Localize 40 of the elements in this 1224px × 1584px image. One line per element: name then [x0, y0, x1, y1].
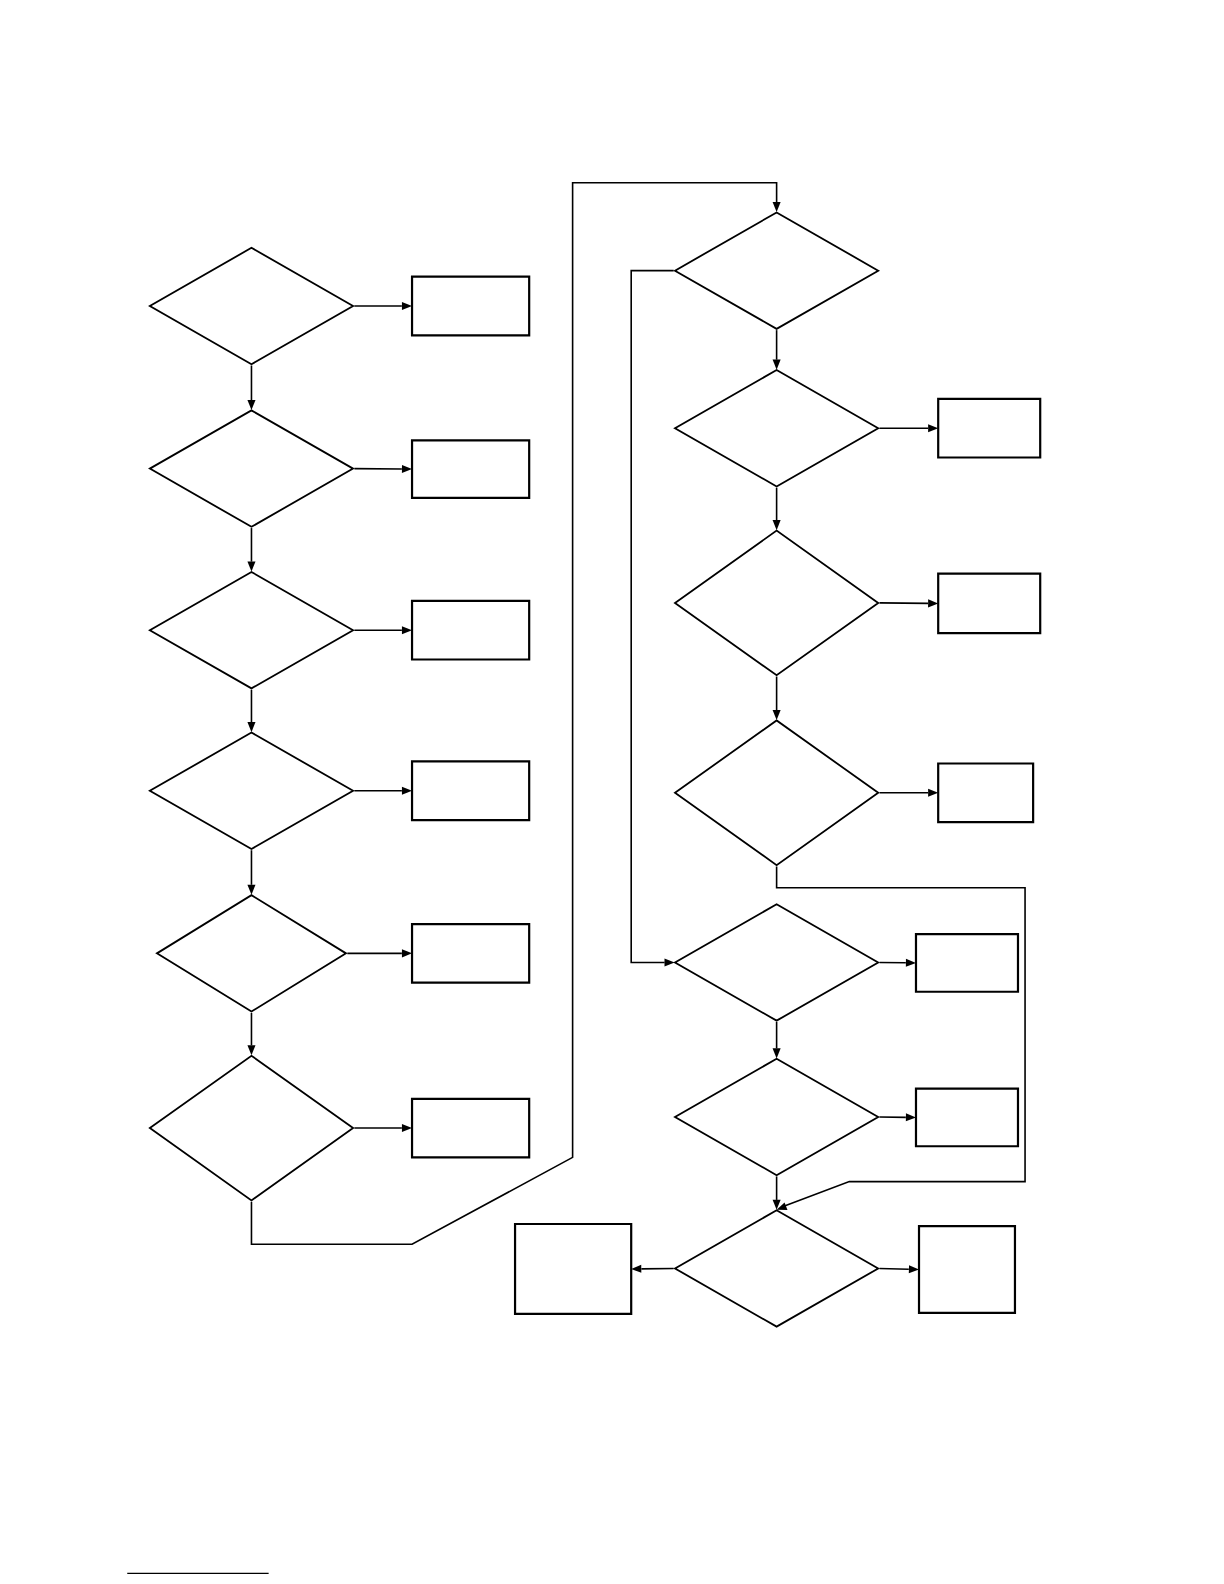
- arrow: [247, 527, 256, 572]
- arrow: [630, 269, 675, 967]
- arrow: [878, 599, 939, 608]
- process-box: [513, 1222, 633, 1315]
- arrow: [247, 688, 256, 733]
- arrow: [353, 464, 413, 474]
- arrow: [878, 788, 939, 797]
- arrow: [247, 849, 256, 895]
- decision-diamond: [673, 529, 880, 677]
- arrow: [353, 1124, 413, 1133]
- arrow: [346, 949, 413, 958]
- arrow: [772, 486, 781, 531]
- arrow: [772, 1175, 781, 1210]
- process-box: [410, 1097, 531, 1159]
- process-box: [937, 397, 1042, 459]
- arrow: [631, 1264, 675, 1273]
- arrow: [878, 1265, 919, 1274]
- process-box: [914, 933, 1020, 993]
- process-box: [914, 1087, 1020, 1148]
- arrow: [772, 1021, 781, 1059]
- arrow: [772, 329, 781, 370]
- process-box: [410, 922, 531, 984]
- arrow: [772, 675, 781, 721]
- arrow: [247, 1012, 256, 1056]
- process-box: [917, 1224, 1017, 1314]
- process-box: [410, 599, 531, 661]
- process-box: [410, 760, 531, 822]
- arrow: [353, 301, 413, 311]
- arrow: [878, 1113, 916, 1122]
- process-box: [410, 439, 531, 499]
- arrow: [247, 364, 256, 411]
- arrow: [775, 865, 1026, 1210]
- arrow: [878, 958, 916, 967]
- arrow: [353, 626, 413, 635]
- arrow: [353, 786, 413, 795]
- process-box: [937, 762, 1035, 824]
- arrow: [250, 182, 781, 1245]
- process-box: [937, 572, 1042, 635]
- process-box: [410, 275, 531, 337]
- arrow: [878, 424, 939, 433]
